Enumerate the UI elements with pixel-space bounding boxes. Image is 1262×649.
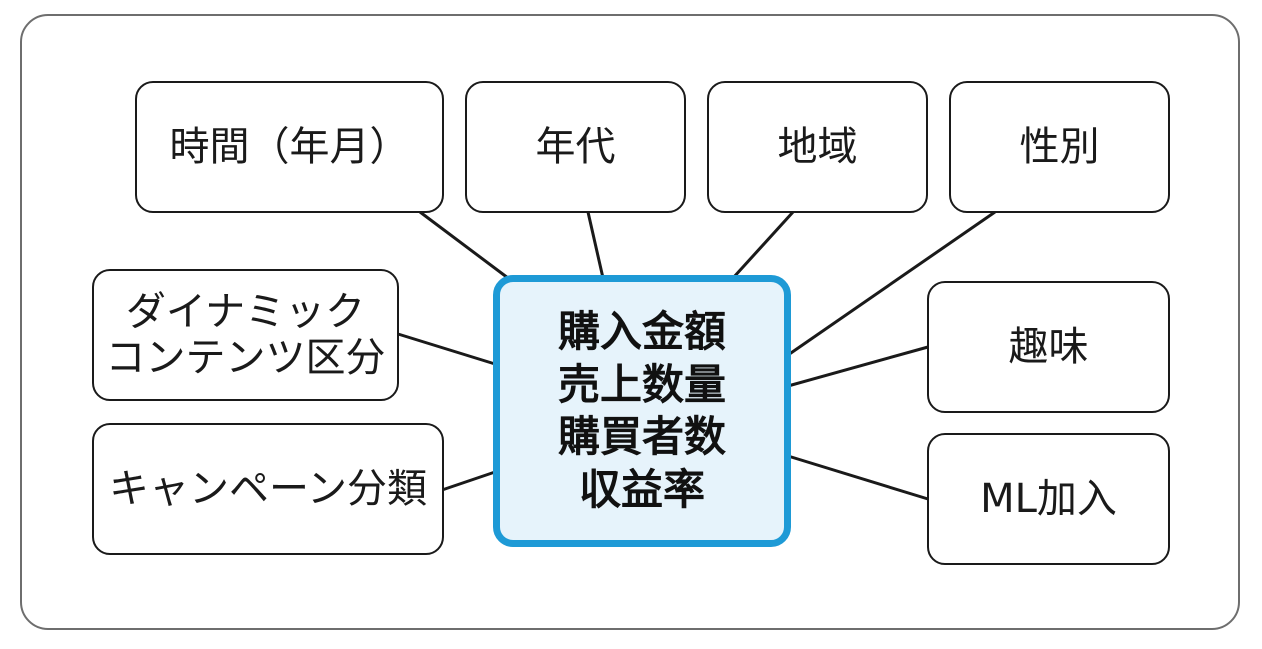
node-hobby: 趣味 bbox=[927, 281, 1170, 413]
connector-ml bbox=[787, 454, 929, 501]
node-ml: ML加入 bbox=[927, 433, 1170, 565]
connector-campaign bbox=[441, 470, 496, 492]
center-metrics-node: 購入金額 売上数量 購買者数 収益率 bbox=[493, 275, 791, 547]
node-region: 地域 bbox=[707, 81, 928, 213]
node-gender: 性別 bbox=[949, 81, 1170, 213]
connector-region bbox=[731, 210, 795, 280]
connector-hobby bbox=[787, 345, 929, 388]
node-content: ダイナミック コンテンツ区分 bbox=[92, 269, 399, 401]
connector-age bbox=[586, 211, 605, 279]
node-campaign: キャンペーン分類 bbox=[92, 423, 444, 555]
connector-gender bbox=[787, 210, 996, 357]
connector-content bbox=[397, 332, 496, 366]
node-time: 時間（年月） bbox=[135, 81, 444, 213]
node-age: 年代 bbox=[465, 81, 686, 213]
connector-time bbox=[419, 210, 509, 280]
